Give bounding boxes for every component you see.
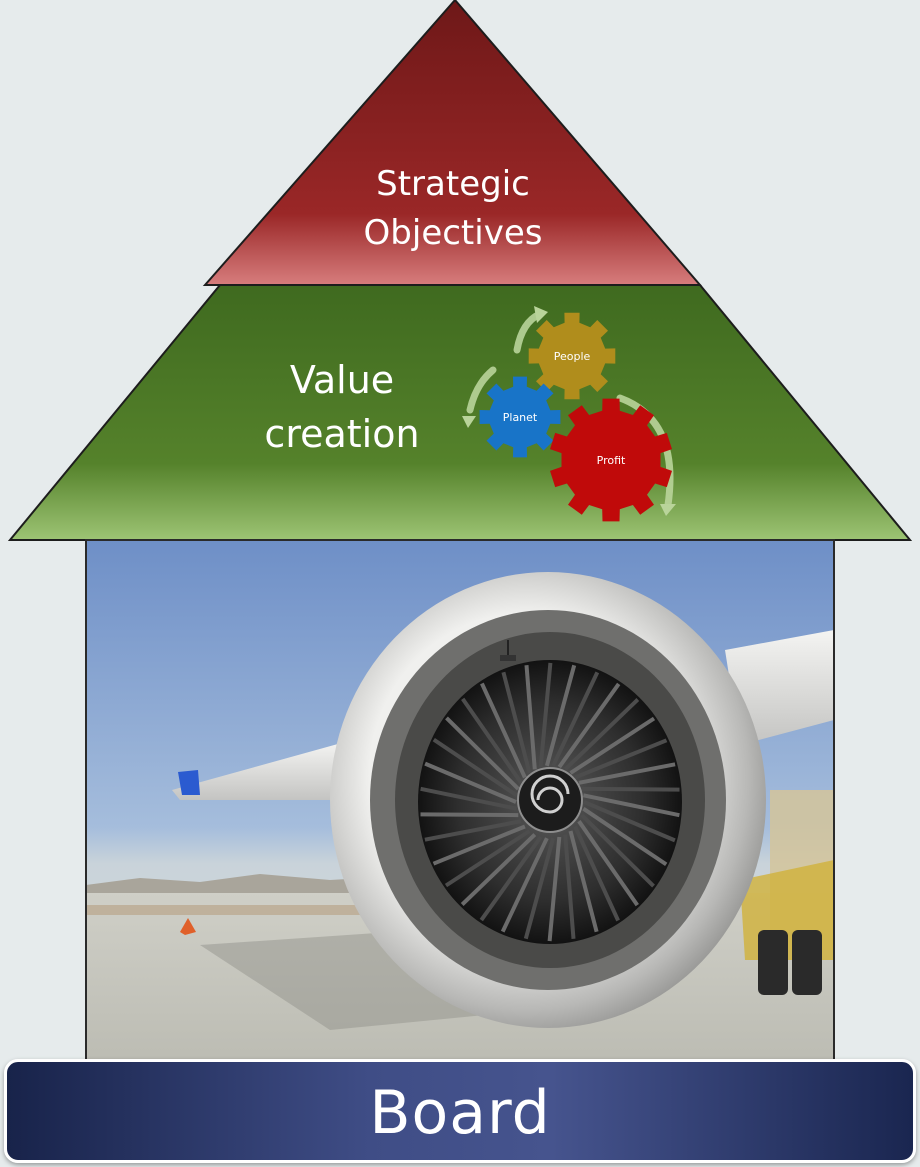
fan-blade xyxy=(551,671,600,767)
arrow-head-left xyxy=(462,416,476,428)
board-label: Board xyxy=(369,1078,551,1148)
gear-profit-body xyxy=(550,398,672,522)
fan-blade xyxy=(574,738,668,780)
arrow-head-right xyxy=(660,504,676,516)
fan-blade xyxy=(524,665,537,770)
fan-blade xyxy=(445,716,520,791)
strategic-label-line2: Objectives xyxy=(364,213,543,253)
arrow-head-top xyxy=(534,306,548,323)
fan-blade xyxy=(582,807,668,867)
fan-blade xyxy=(538,662,553,768)
value-creation-label-line1: Value xyxy=(290,358,394,402)
fan-blade xyxy=(432,824,526,866)
profit-gear xyxy=(550,398,672,522)
fan-blade xyxy=(568,830,599,933)
people-gear-label: People xyxy=(554,350,591,363)
planet-gear-label: Planet xyxy=(503,411,538,424)
fan-blade xyxy=(573,825,620,922)
fan-blade xyxy=(580,813,655,888)
fan-blade xyxy=(547,836,562,942)
gear-planet-body xyxy=(479,376,561,458)
value-creation-label-line2: creation xyxy=(264,412,419,456)
fan-blade xyxy=(420,812,519,818)
engine-photo xyxy=(86,540,834,1062)
fan-blade xyxy=(582,793,680,818)
fan-blade xyxy=(523,837,556,940)
strategic-objectives-tier xyxy=(202,0,703,286)
fan-blade xyxy=(461,697,523,784)
fan-blade xyxy=(563,698,640,771)
fan-blade xyxy=(480,682,527,779)
planet-gear xyxy=(479,376,561,458)
fan-blade xyxy=(557,682,621,769)
profit-gear-label: Profit xyxy=(597,454,626,467)
fan-blade xyxy=(578,762,676,785)
fan-blade xyxy=(424,819,522,842)
fan-blade xyxy=(479,835,543,922)
fan-blades xyxy=(420,662,680,942)
fan-blade xyxy=(432,737,518,797)
fan-blade xyxy=(569,716,656,775)
strategic-label-line1: Strategic xyxy=(376,164,530,204)
fan-blade xyxy=(500,837,549,933)
gear-people-body xyxy=(528,312,616,400)
fan-blade xyxy=(424,761,517,804)
people-gear xyxy=(528,312,616,400)
board-foundation: Board xyxy=(4,1059,916,1163)
fan-blade xyxy=(563,834,576,939)
fan-blade xyxy=(581,786,680,792)
fan-blade xyxy=(544,664,577,767)
fan-blade xyxy=(501,671,532,774)
fan-blade xyxy=(444,829,531,888)
fan-blade xyxy=(460,833,537,906)
value-creation-tier xyxy=(7,284,913,541)
fan-blade xyxy=(420,786,518,811)
fan-blade xyxy=(583,800,676,843)
fan-blade xyxy=(577,820,639,907)
